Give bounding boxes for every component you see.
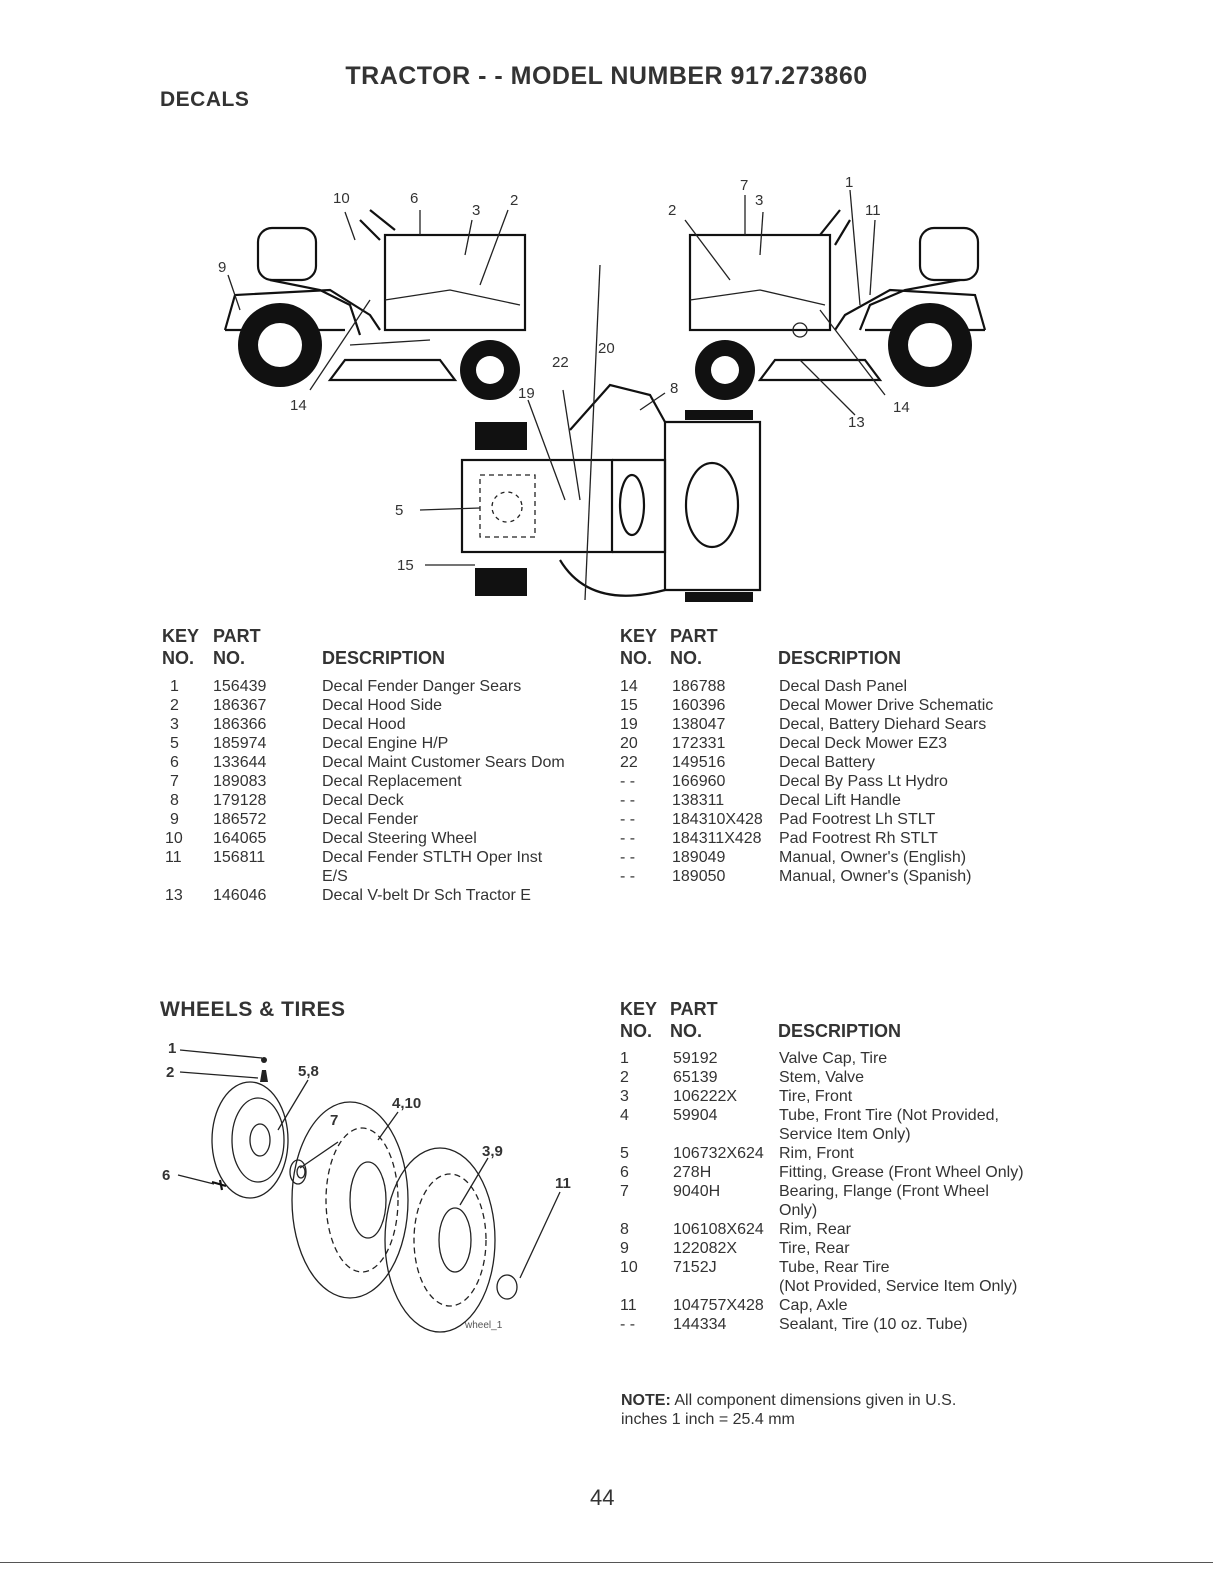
decals-left-description-header: DESCRIPTION bbox=[322, 648, 446, 668]
page-number: 44 bbox=[590, 1485, 615, 1510]
note-line-1: All component dimensions given in U.S. bbox=[674, 1392, 957, 1409]
callout-label: 11 bbox=[555, 1175, 571, 1192]
diagram-caption: wheel_1 bbox=[464, 1320, 503, 1331]
callout-label: 5,8 bbox=[298, 1063, 319, 1080]
callout-label: 14 bbox=[893, 399, 910, 416]
callout-label: 11 bbox=[865, 202, 881, 219]
callout-label: 13 bbox=[848, 414, 865, 431]
callout-label: 15 bbox=[397, 557, 414, 574]
note-line-2: inches 1 inch = 25.4 mm bbox=[621, 1411, 795, 1428]
wheels-key-header-bottom: NO. bbox=[620, 1021, 653, 1041]
decals-right-key-header-bottom: NO. bbox=[620, 648, 653, 668]
wheels-part-header-bottom: NO. bbox=[670, 1021, 703, 1041]
callout-label: 7 bbox=[740, 177, 748, 194]
decals-left-part-header-top: PART bbox=[213, 626, 261, 646]
note: NOTE: All component dimensions given in … bbox=[621, 1391, 956, 1410]
tractor-top-view-drawing bbox=[460, 383, 762, 602]
callout-label: 2 bbox=[510, 192, 518, 209]
callout-leader-lines bbox=[227, 189, 886, 601]
decals-callout-labels: 10 6 3 2 9 14 7 2 3 1 11 14 13 22 20 19 … bbox=[218, 174, 910, 574]
wheels-callout-labels: 1 2 5,8 4,10 7 3,9 6 11 wheel_1 bbox=[162, 1040, 571, 1331]
decals-right-part-header-top: PART bbox=[670, 626, 718, 646]
decals-section-title: DECALS bbox=[160, 88, 250, 111]
note-label: NOTE: bbox=[621, 1392, 671, 1409]
callout-label: 3 bbox=[472, 202, 480, 219]
callout-label: 3,9 bbox=[482, 1143, 503, 1160]
callout-label: 10 bbox=[333, 190, 350, 207]
callout-label: 6 bbox=[162, 1167, 170, 1184]
decals-left-key-header-bottom: NO. bbox=[162, 648, 195, 668]
wheels-description-header: DESCRIPTION bbox=[778, 1021, 902, 1041]
tractor-left-drawing bbox=[223, 209, 527, 400]
wheel-parts-drawing bbox=[211, 1057, 518, 1333]
decals-diagram: 10 6 3 2 9 14 7 2 3 1 11 14 13 22 20 19 … bbox=[218, 174, 987, 602]
decals-left-key-header-top: KEY bbox=[162, 626, 200, 646]
callout-label: 7 bbox=[330, 1112, 338, 1129]
wheels-part-header-top: PART bbox=[670, 999, 718, 1019]
callout-label: 2 bbox=[668, 202, 676, 219]
wheels-key-header-top: KEY bbox=[620, 999, 658, 1019]
callout-label: 9 bbox=[218, 259, 226, 276]
decals-left-part-header-bottom: NO. bbox=[213, 648, 246, 668]
callout-label: 22 bbox=[552, 354, 569, 371]
callout-label: 8 bbox=[670, 380, 678, 397]
decals-right-description-header: DESCRIPTION bbox=[778, 648, 902, 668]
wheels-section-title: WHEELS & TIRES bbox=[160, 998, 346, 1021]
callout-label: 3 bbox=[755, 192, 763, 209]
callout-label: 2 bbox=[166, 1064, 174, 1081]
callout-label: 20 bbox=[598, 340, 615, 357]
decals-right-part-header-bottom: NO. bbox=[670, 648, 703, 668]
tractor-right-drawing bbox=[688, 209, 987, 400]
callout-label: 4,10 bbox=[392, 1095, 421, 1112]
page-title: TRACTOR - - MODEL NUMBER 917.273860 bbox=[345, 62, 868, 90]
wheels-leader-lines bbox=[177, 1049, 561, 1279]
callout-label: 1 bbox=[168, 1040, 176, 1057]
callout-label: 6 bbox=[410, 190, 418, 207]
footer-rule bbox=[0, 1562, 1213, 1563]
wheels-diagram: 1 2 5,8 4,10 7 3,9 6 11 wheel_1 bbox=[162, 1040, 571, 1333]
callout-label: 19 bbox=[518, 385, 535, 402]
callout-label: 14 bbox=[290, 397, 307, 414]
decals-right-key-header-top: KEY bbox=[620, 626, 658, 646]
callout-label: 1 bbox=[845, 174, 853, 191]
callout-label: 5 bbox=[395, 502, 403, 519]
